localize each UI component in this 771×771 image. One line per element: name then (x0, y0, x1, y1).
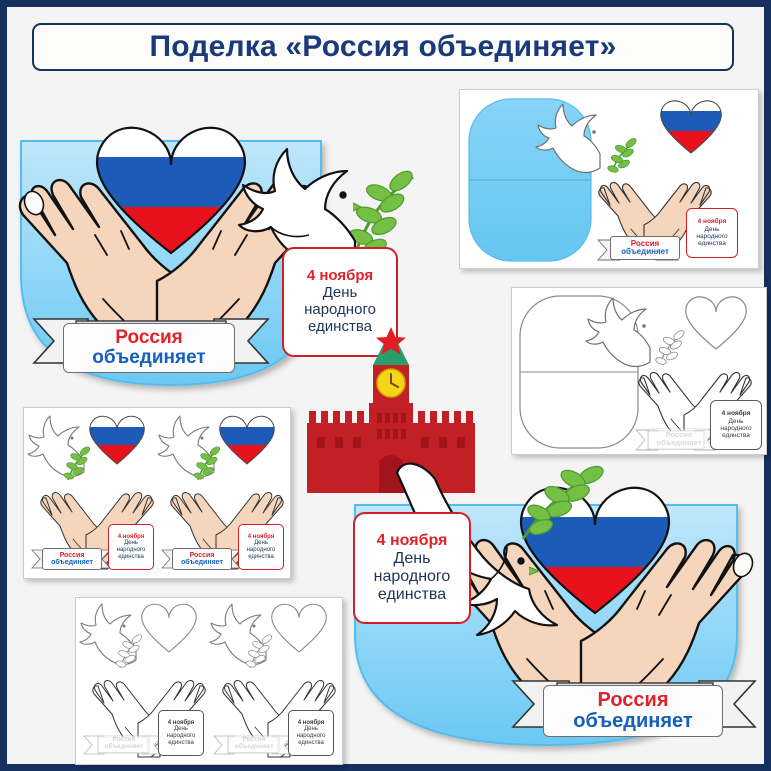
ribbon-line1: Россия (597, 688, 669, 711)
ribbon-line1: Россия (115, 326, 183, 348)
badge-line3: единства (118, 553, 144, 560)
template-bw-right[interactable]: Россия объединяет 4 ноября День народног… (511, 287, 767, 455)
badge-line2: народного (166, 733, 196, 739)
holiday-badge-bw-set1: 4 ноября День народного единства (158, 710, 204, 756)
dove-outline (535, 103, 601, 174)
ribbon-line2: объединяет (181, 559, 223, 566)
ribbon-line2: объединяет (92, 347, 206, 368)
ribbon-line2: объединяет (234, 743, 274, 750)
badge-date: 4 ноября (117, 533, 145, 540)
badge-line1: День (728, 417, 744, 425)
ribbon-line1: Россия (189, 551, 215, 559)
heart-blank-outline (685, 296, 747, 350)
olive-branch-left (348, 170, 414, 256)
ribbon-line2: объединяет (656, 438, 702, 447)
badge-date: 4 ноября (247, 533, 275, 540)
ribbon-line1: Россия (242, 736, 266, 744)
ribbon-label-template-tr: Россия объединяет (610, 236, 680, 260)
kremlin-tower-windows (377, 413, 406, 439)
badge-line1: День (393, 550, 431, 568)
badge-line1: День (322, 284, 358, 302)
ribbon-line2: объединяет (104, 743, 144, 750)
holiday-badge-template-bw-right: 4 ноября День народного единства (710, 400, 762, 450)
ribbon-label-template-bw-right: Россия объединяет (648, 428, 710, 450)
ribbon-label-left-set2: Россия объединяет (172, 548, 232, 570)
kremlin-wall-windows (317, 437, 465, 448)
badge-line2: народного (373, 568, 451, 585)
holiday-badge-left-set2: 4 ноября День народного единства (238, 524, 284, 570)
badge-line3: единства (168, 739, 194, 746)
olive-branch-outline (655, 330, 685, 365)
badge-line3: единства (377, 585, 447, 603)
blue-backdrop-blank (468, 98, 592, 262)
badge-line1: День (254, 540, 268, 547)
badge-line2: народного (116, 547, 146, 553)
dove-left (237, 147, 362, 270)
badge-line2: народного (296, 733, 326, 739)
ribbon-line1: Россия (59, 551, 85, 559)
kremlin-star (376, 327, 406, 355)
ribbon-line1: Россия (665, 430, 693, 440)
template-color-left[interactable]: Россия объединяет 4 ноября День народног… (23, 407, 291, 579)
olive-branch-right (521, 465, 604, 540)
holiday-badge-main-right: 4 ноября День народного единства (353, 512, 471, 624)
ribbon-line2: объединяет (621, 247, 669, 256)
badge-line2: народного (696, 233, 728, 240)
badge-date: 4 ноября (167, 719, 195, 726)
holiday-badge-bw-set2: 4 ноября День народного единства (288, 710, 334, 756)
kremlin-gate (379, 455, 403, 493)
badge-line3: единства (248, 553, 274, 560)
ribbon-line2: объединяет (51, 559, 93, 566)
ribbon-line2: объединяет (573, 710, 693, 732)
page-title-bar: Поделка «Россия объединяет» (32, 23, 734, 71)
badge-date: 4 ноября (697, 218, 727, 226)
ribbon-line1: Россия (630, 238, 660, 248)
ribbon-label-bw-set2: Россия объединяет (228, 735, 280, 753)
badge-line3: единства (722, 432, 750, 440)
ribbon-label-left-set1: Россия объединяет (42, 548, 102, 570)
ribbon-line1: Россия (112, 736, 136, 744)
page-title: Поделка «Россия объединяет» (149, 30, 617, 63)
badge-line3: единства (298, 739, 324, 746)
badge-line1: День (124, 540, 138, 547)
ribbon-label-main-right: Россия объединяет (543, 685, 723, 737)
badge-date: 4 ноября (721, 410, 751, 418)
holiday-badge-main-left: 4 ноября День народного единства (282, 247, 398, 357)
badge-line3: единства (698, 240, 726, 248)
template-bw-bottom-left[interactable]: Россия объединяет 4 ноября День народног… (75, 597, 343, 765)
badge-line1: День (174, 726, 188, 733)
badge-line1: День (704, 225, 720, 233)
badge-line2: народного (246, 547, 276, 553)
badge-line2: народного (304, 301, 376, 318)
dove-right (395, 462, 559, 637)
dove-outline (585, 297, 651, 368)
olive-branch-color (607, 138, 637, 173)
holiday-badge-template-tr: 4 ноября День народного единства (686, 208, 738, 258)
ribbon-label-bw-set1: Россия объединяет (98, 735, 150, 753)
badge-line3: единства (308, 317, 372, 335)
holiday-badge-left-set1: 4 ноября День народного единства (108, 524, 154, 570)
badge-line1: День (304, 726, 318, 733)
badge-date: 4 ноября (297, 719, 325, 726)
ribbon-label-main-left: Россия объединяет (63, 323, 235, 373)
badge-date: 4 ноября (376, 532, 448, 550)
badge-line2: народного (720, 425, 752, 432)
heart-flag-small (660, 100, 722, 154)
template-color-top-right[interactable]: Россия объединяет 4 ноября День народног… (459, 89, 759, 269)
badge-date: 4 ноября (306, 267, 374, 285)
